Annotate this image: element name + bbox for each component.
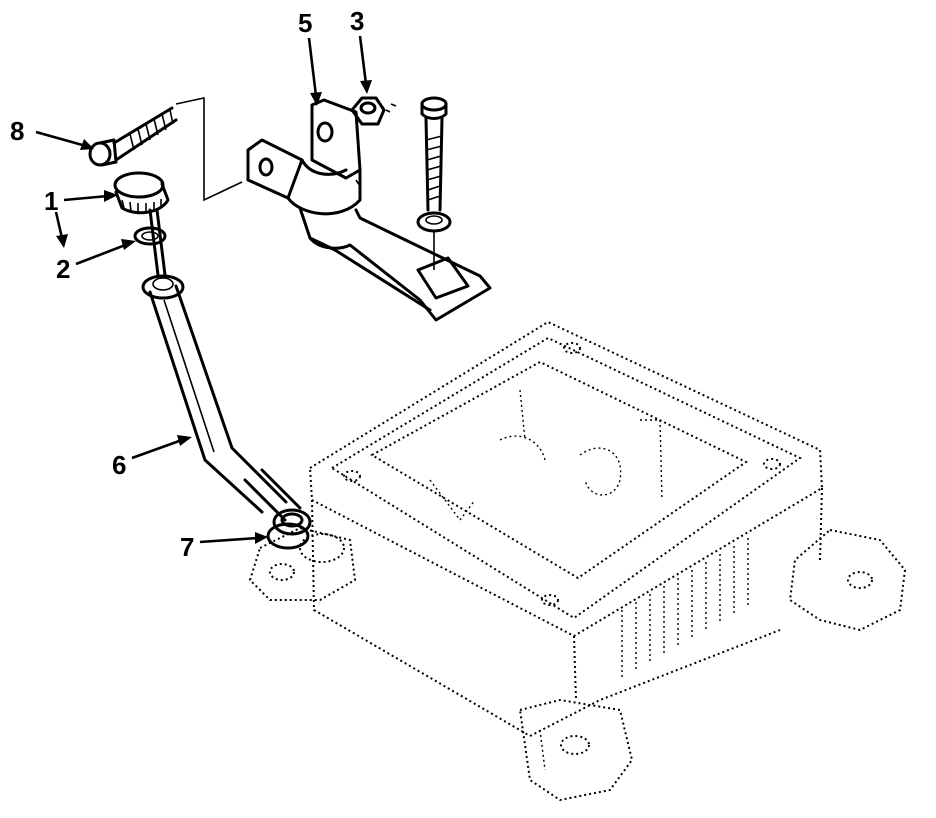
- o-ring: [133, 226, 167, 246]
- callout-labels: 8 1 2 5 3 6 7: [10, 6, 364, 562]
- dipstick-tube: [141, 274, 302, 522]
- callout-7: 7: [180, 532, 194, 562]
- bracket: [246, 98, 492, 322]
- callout-3: 3: [350, 6, 364, 36]
- alignment-lines: [175, 97, 435, 270]
- callout-6: 6: [112, 450, 126, 480]
- callout-2: 2: [56, 254, 70, 284]
- nut: [350, 96, 397, 126]
- dipstick: [113, 171, 170, 277]
- transmission-housing: [248, 320, 907, 802]
- callout-8: 8: [10, 116, 24, 146]
- grommet: [266, 508, 312, 550]
- callout-leaders: [35, 35, 372, 544]
- bolt: [88, 106, 178, 167]
- callout-5: 5: [298, 8, 312, 38]
- callout-1: 1: [44, 186, 58, 216]
- stud-bolt: [416, 96, 452, 233]
